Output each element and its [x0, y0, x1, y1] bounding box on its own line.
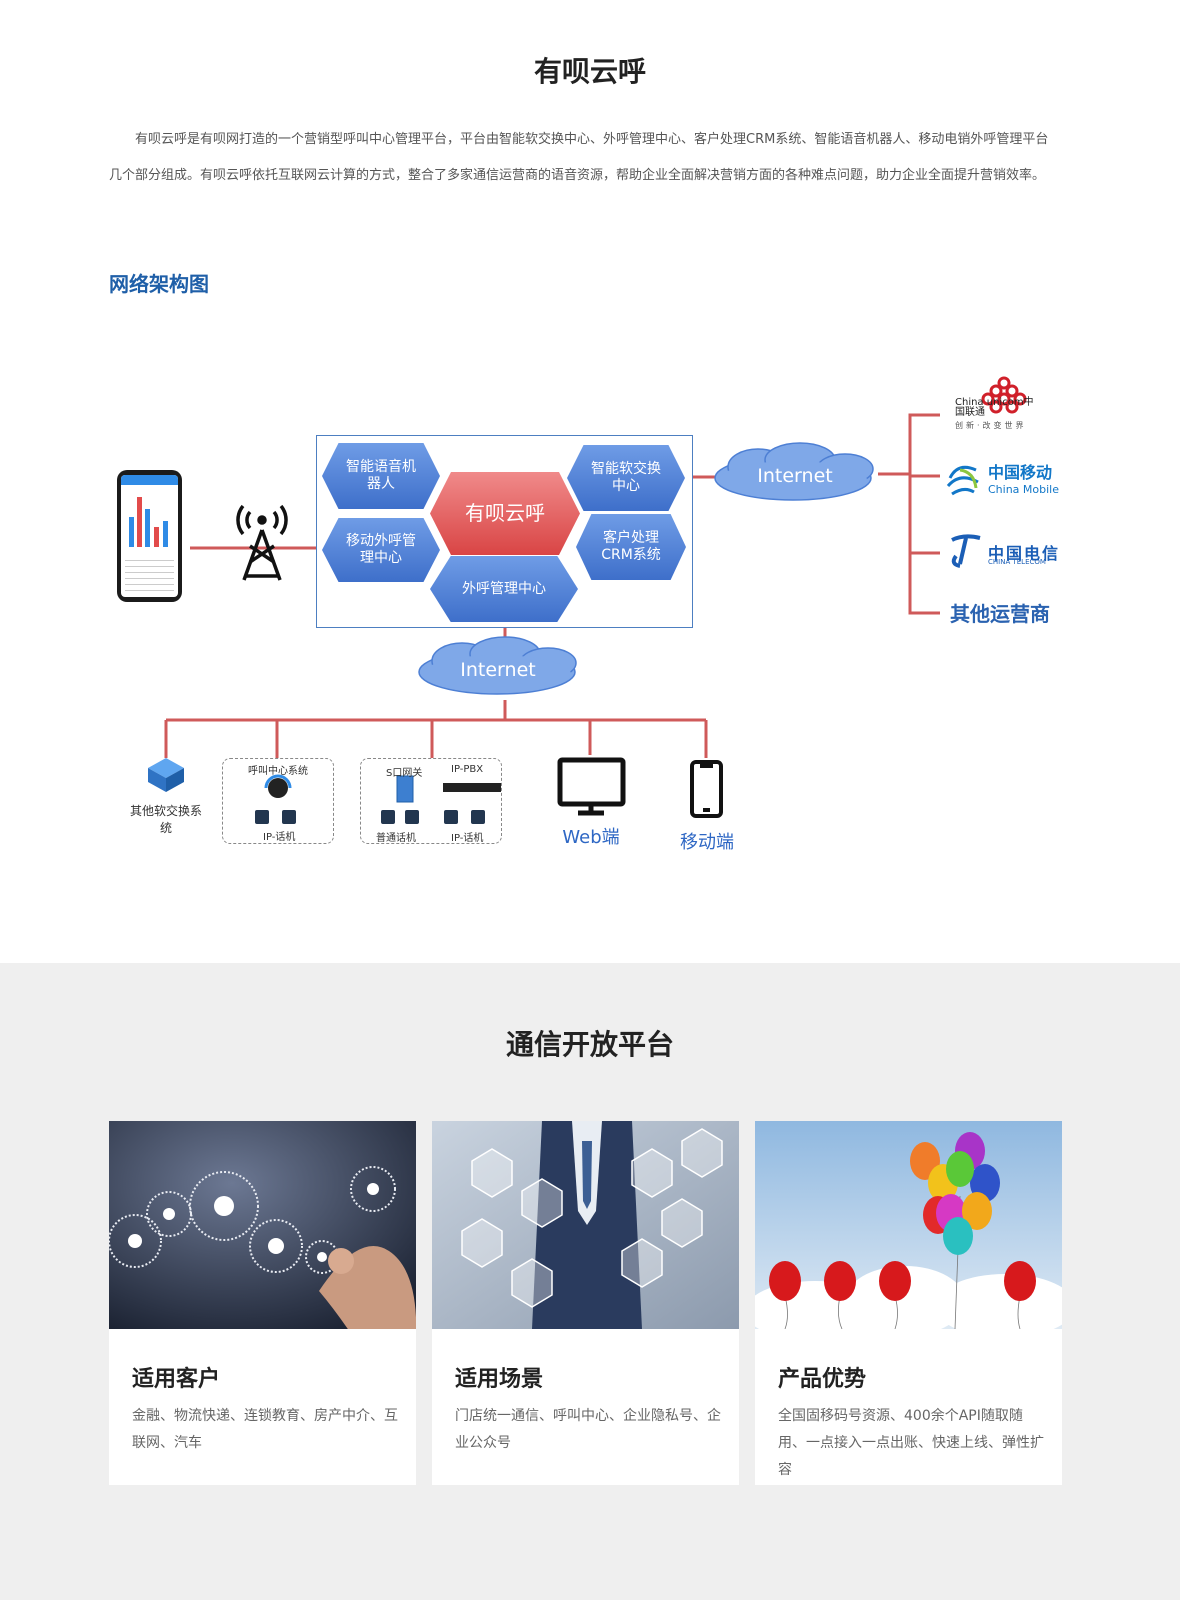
ip-pbx-label: IP-PBX [451, 764, 484, 775]
card-image-businessman-icons [432, 1121, 739, 1329]
web-monitor-icon [557, 757, 626, 816]
card-text-product-advantages: 全国固移码号资源、400余个API随取随用、一点接入一点出账、快速上线、弹性扩容 [778, 1408, 1044, 1478]
page-title: 有呗云呼 [533, 55, 646, 88]
other-operators-label: 其他运营商 [950, 602, 1050, 626]
hex-mobile-outbound-management: 移动外呼管理中心 [322, 518, 440, 582]
hex-outbound-management: 外呼管理中心 [430, 556, 578, 622]
card-text-use-scenarios: 门店统一通信、呼叫中心、企业隐私号、企业公众号 [455, 1408, 721, 1451]
card-target-customers: 适用客户 金融、物流快递、连锁教育、房产中介、互联网、汽车 [109, 1121, 416, 1485]
china-mobile-logo-icon [946, 465, 979, 496]
china-telecom-en: CHINA TELECOM [988, 558, 1046, 566]
hex-softswitch-center: 智能软交换中心 [567, 445, 685, 511]
intro-section: 有呗云呼 有呗云呼是有呗网打造的一个营销型呼叫中心管理平台，平台由智能软交换中心… [109, 55, 1061, 853]
diagram-lines [148, 376, 1027, 824]
china-unicom-logo-icon [981, 376, 1027, 414]
unicom-name: China unicom中国联通 [955, 397, 1034, 418]
card-text-target-customers: 金融、物流快递、连锁教育、房产中介、互联网、汽车 [132, 1408, 398, 1451]
mobile-client-label: 移动端 [680, 832, 734, 853]
unicom-slogan: 创新·改变世界 [955, 421, 1027, 430]
china-telecom-logo-icon [951, 534, 981, 568]
network-architecture-diagram: 智能语音机器人 智能软交换中心 有呗云呼 移动外呼管理中心 客户处理CRM系统 … [117, 376, 1061, 853]
hex-youbei-cloud-call: 有呗云呼 [430, 472, 580, 555]
platform-title: 通信开放平台 [505, 1028, 674, 1061]
callcenter-system-label: 呼叫中心系统 [248, 766, 308, 777]
architecture-heading: 网络架构图 [109, 272, 209, 296]
mobile-device-icon [690, 760, 723, 818]
internet-label-bottom: Internet [460, 659, 536, 681]
hex-voice-robot: 智能语音机器人 [322, 443, 440, 509]
internet-cloud-bottom [418, 636, 577, 695]
normal-phone-label: 普通话机 [376, 833, 416, 844]
antenna-tower-icon [236, 504, 288, 581]
headset-agent-icon [264, 774, 292, 798]
platform-boundary-box [316, 435, 693, 628]
card-title-product-advantages: 产品优势 [778, 1367, 867, 1392]
intro-description: 有呗云呼是有呗网打造的一个营销型呼叫中心管理平台，平台由智能软交换中心、外呼管理… [109, 132, 1049, 183]
gateway-group [360, 758, 502, 844]
china-mobile-name: 中国移动 [988, 463, 1053, 482]
other-softswitch-label: 其他软交换系统 [129, 804, 202, 835]
callcenter-group [222, 758, 334, 844]
card-image-balloons [755, 1121, 1062, 1329]
smartphone-app-icon [117, 470, 182, 602]
web-client-label: Web端 [562, 827, 620, 848]
balloons-image [755, 1121, 1062, 1329]
businessman-icons-image [432, 1121, 739, 1329]
ip-phone-label-2: IP-话机 [451, 833, 484, 844]
card-use-scenarios: 适用场景 门店统一通信、呼叫中心、企业隐私号、企业公众号 [432, 1121, 739, 1485]
china-telecom-name: 中国电信 [988, 544, 1061, 563]
ip-phone-icons [255, 810, 485, 824]
network-hand-image [109, 1121, 416, 1329]
card-image-network-hand [109, 1121, 416, 1329]
internet-cloud-top [714, 442, 874, 501]
china-mobile-en: China Mobile [988, 483, 1060, 496]
hex-crm-system: 客户处理CRM系统 [576, 514, 686, 580]
sip-gateway-label: S口网关 [386, 768, 423, 779]
open-platform-section: 通信开放平台 适用客户 金融、物流快递、连锁教育、房产中介、互联网、汽车 [0, 963, 1180, 1600]
ip-phone-label-1: IP-话机 [263, 832, 296, 843]
internet-label-top: Internet [757, 465, 833, 487]
card-title-target-customers: 适用客户 [132, 1367, 221, 1392]
softswitch-cube-icon [148, 758, 184, 792]
sip-gateway-icon [396, 775, 414, 803]
ip-pbx-icon [443, 783, 501, 792]
card-title-use-scenarios: 适用场景 [455, 1367, 544, 1392]
card-product-advantages: 产品优势 全国固移码号资源、400余个API随取随用、一点接入一点出账、快速上线… [755, 1121, 1062, 1485]
